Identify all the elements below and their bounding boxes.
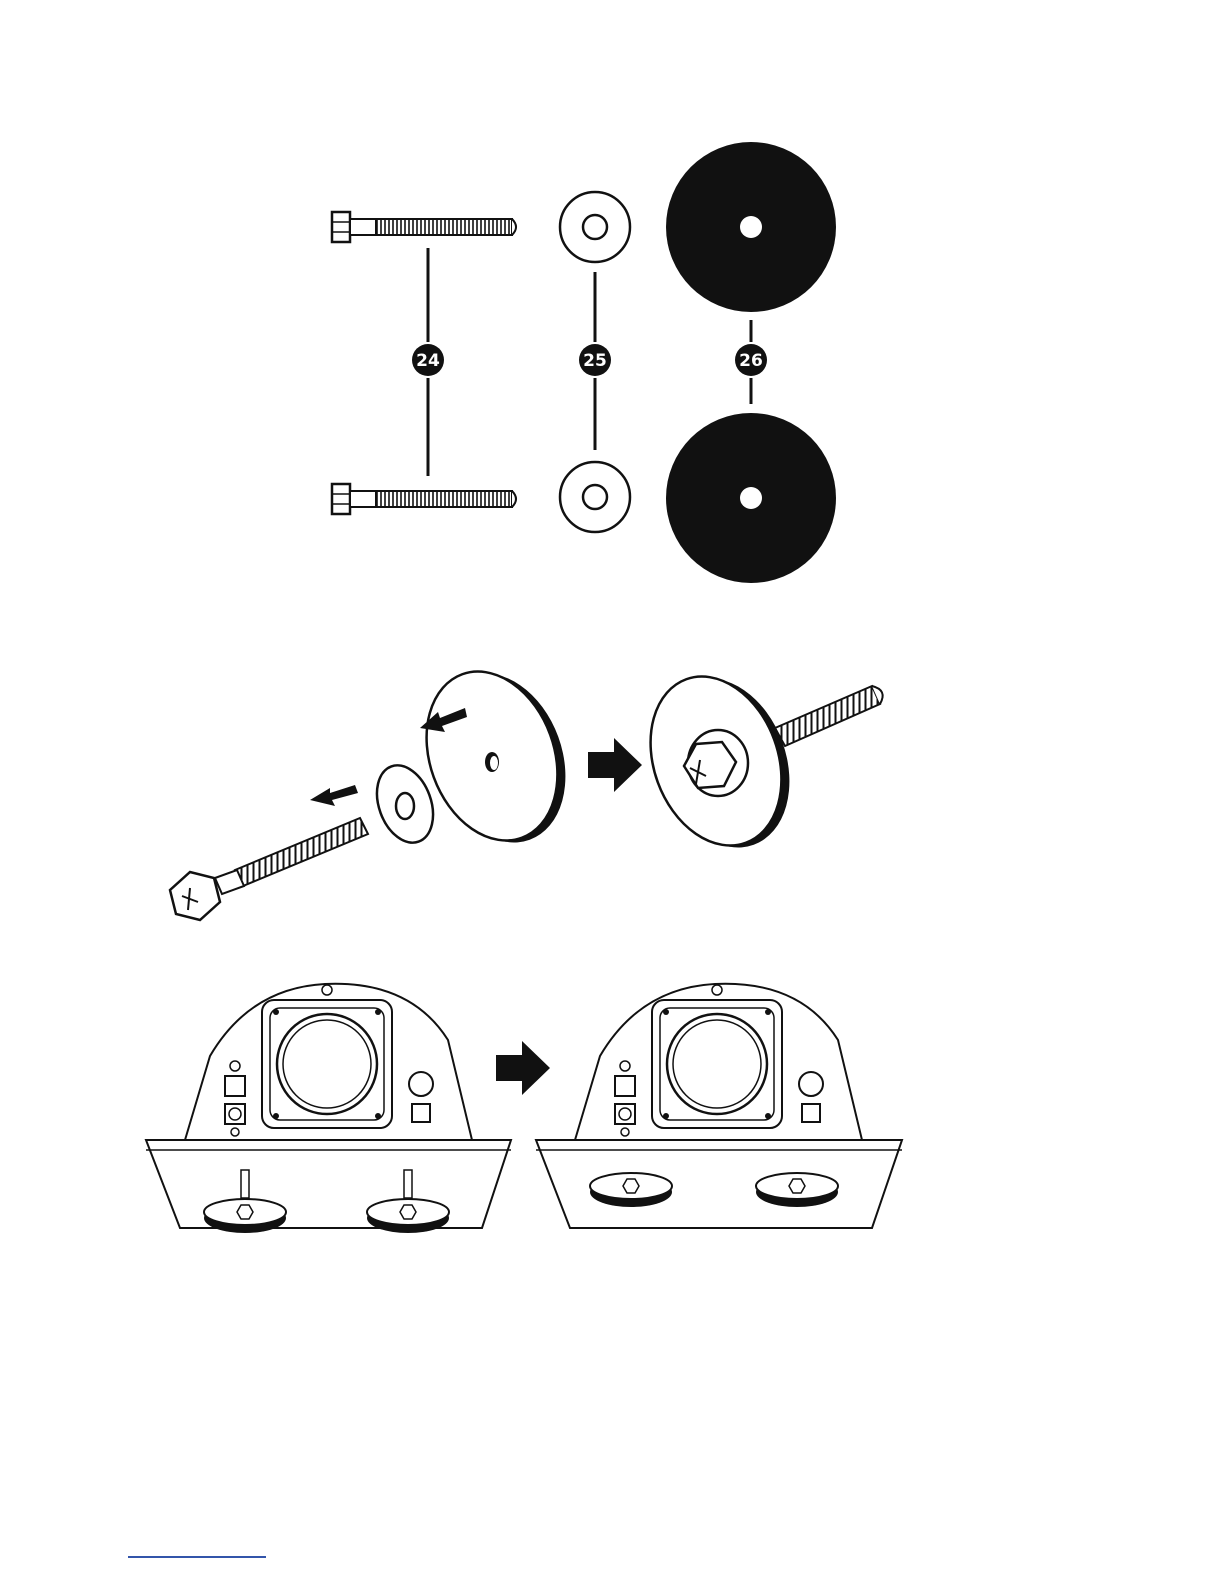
bolt-top — [332, 212, 516, 242]
parts-list: 24 25 26 — [332, 142, 836, 583]
exploded-pad — [404, 653, 588, 861]
washer-bottom — [560, 462, 630, 532]
step-arrow-icon — [588, 738, 642, 792]
installation-after — [536, 984, 902, 1228]
step-arrow-icon-install — [496, 1041, 550, 1095]
callout-bolt: 24 — [412, 344, 444, 376]
callout-pad: 26 — [735, 344, 767, 376]
pad-top — [666, 142, 836, 312]
assembly-step — [170, 653, 883, 920]
washer-top — [560, 192, 630, 262]
installation-before — [146, 984, 511, 1233]
exploded-bolt — [170, 818, 368, 920]
callout-washer: 25 — [579, 344, 611, 376]
bolt-bottom — [332, 484, 516, 514]
assembled-pad — [628, 658, 883, 866]
footer-link-rule — [128, 1556, 266, 1558]
callout-pad-label: 26 — [739, 351, 763, 371]
pad-bottom — [666, 413, 836, 583]
callout-washer-label: 25 — [583, 351, 607, 371]
callout-bolt-label: 24 — [416, 351, 440, 371]
